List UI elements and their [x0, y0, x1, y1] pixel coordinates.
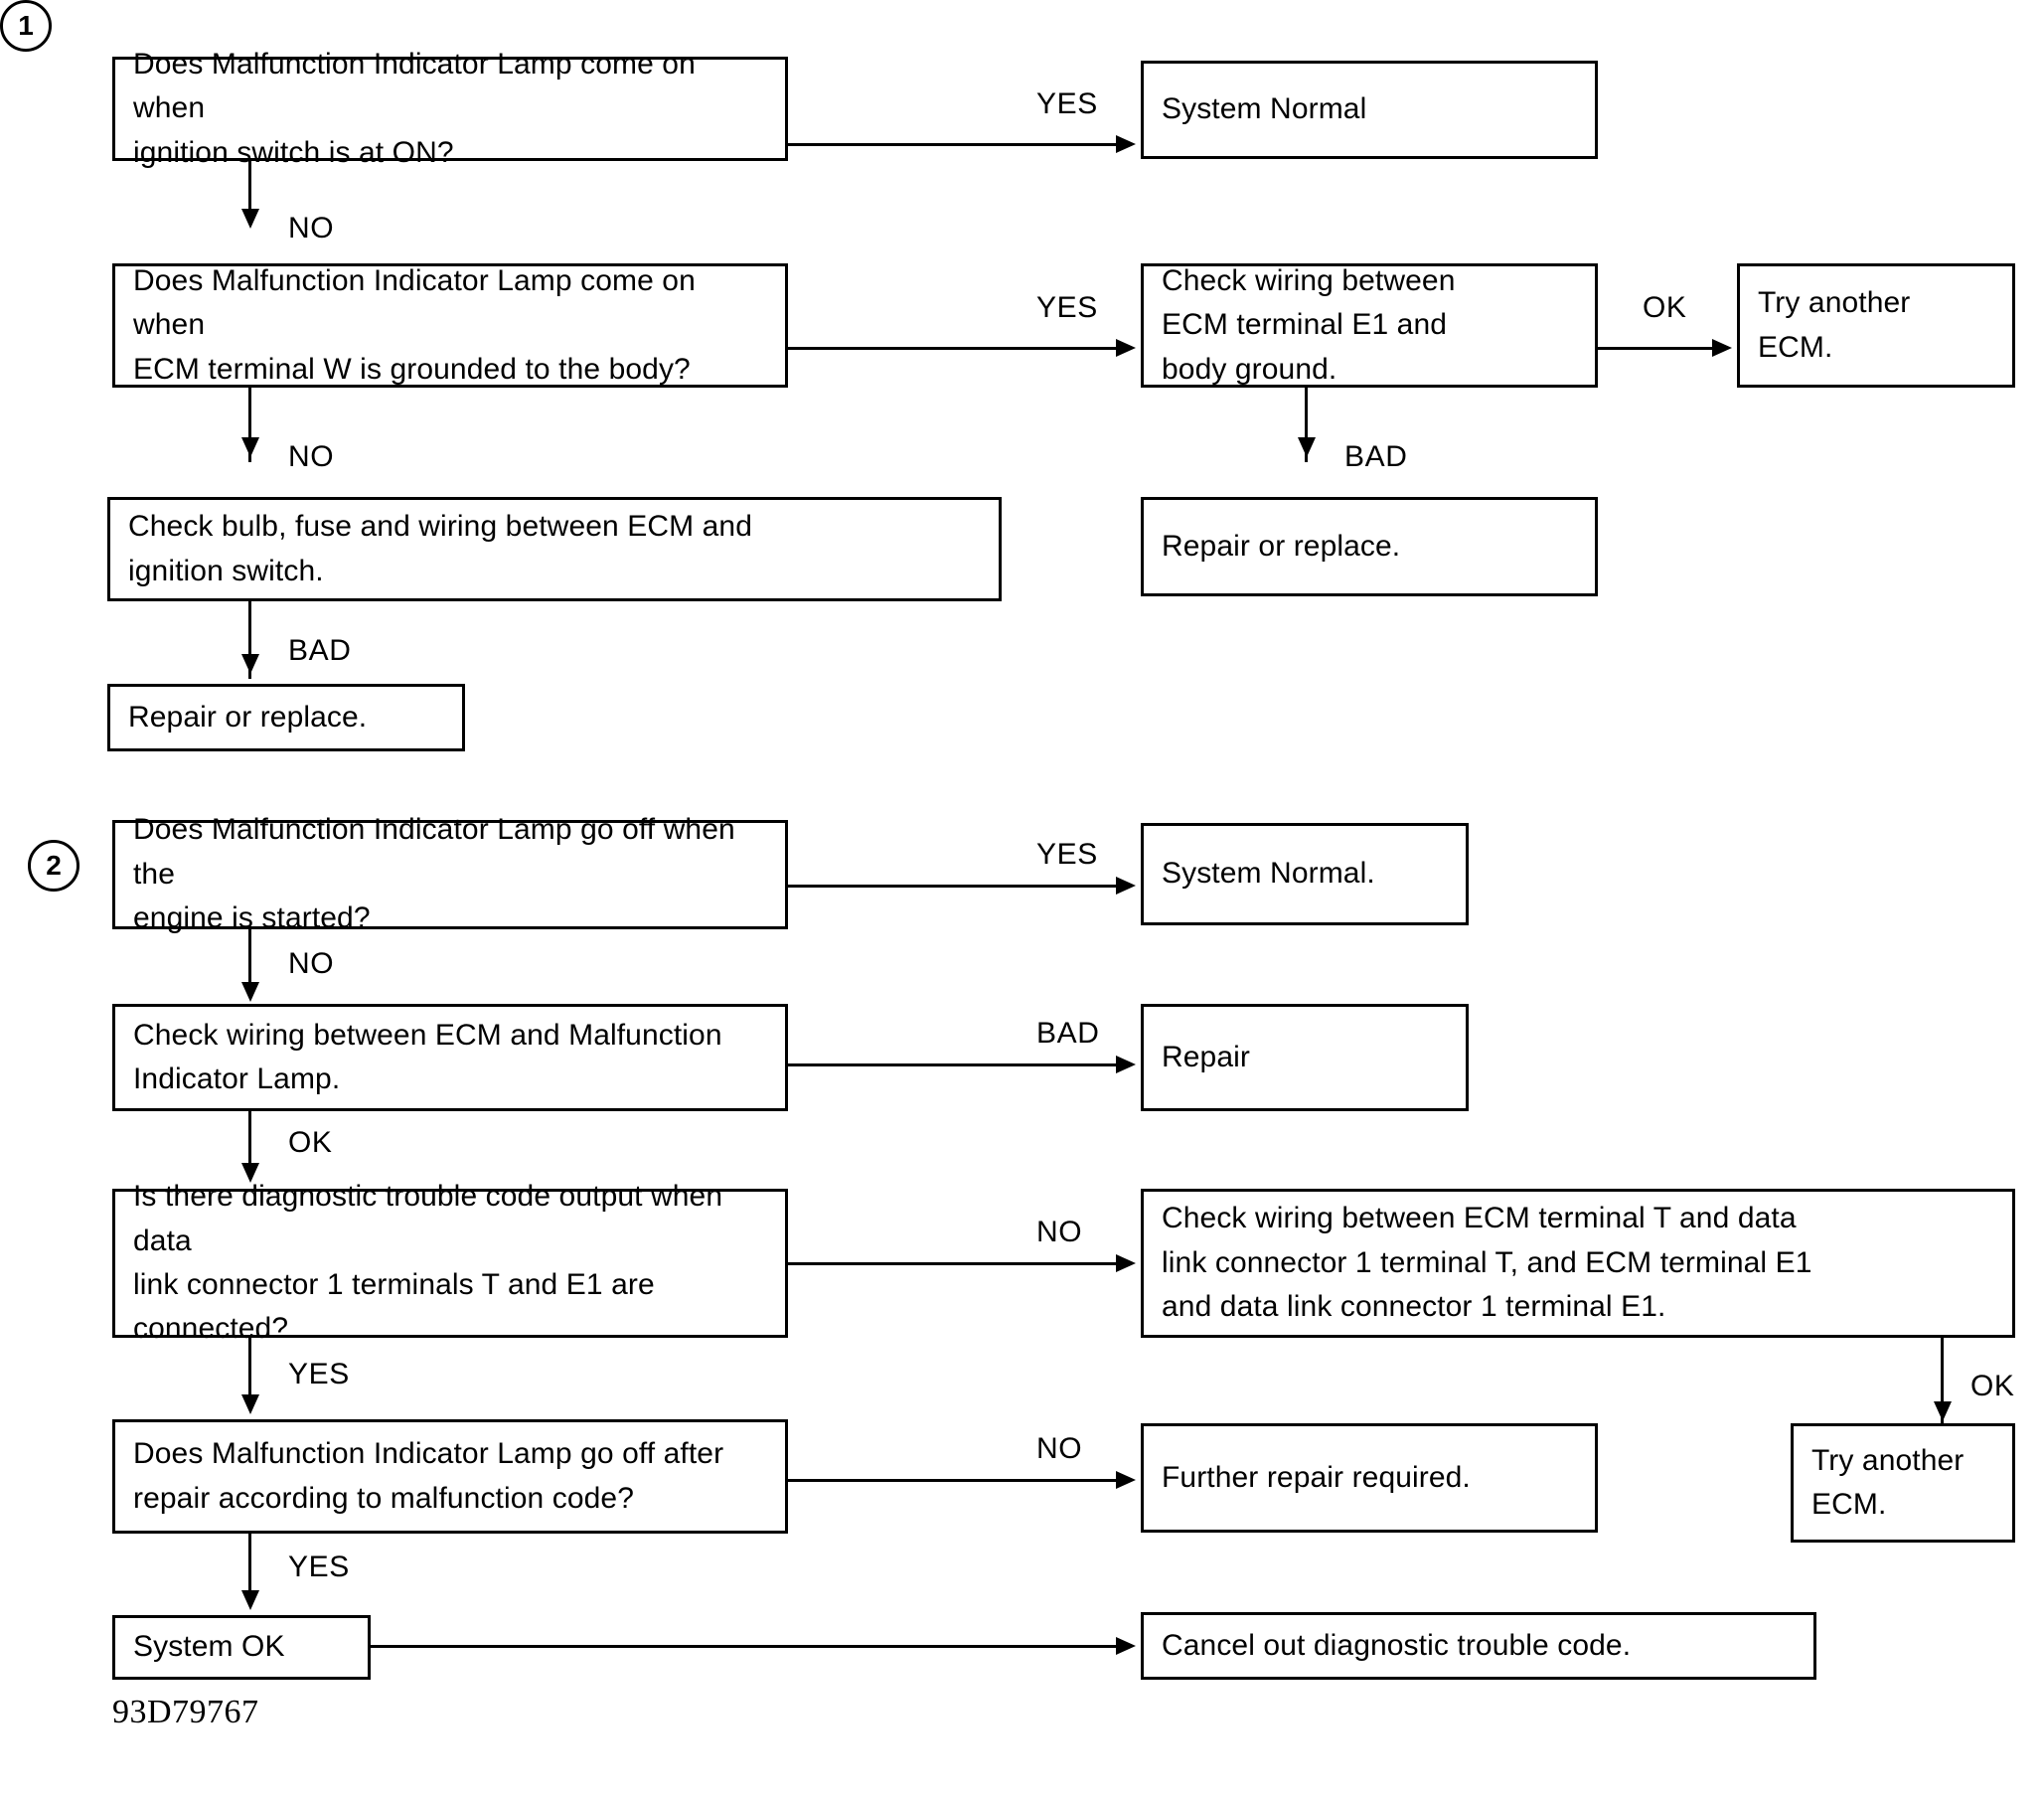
edge-s1-q2-r2-arrowhead: [1116, 339, 1136, 357]
node-s2-r1: System Normal.: [1141, 823, 1469, 925]
node-s1-r3-label: Try another ECM.: [1758, 286, 1911, 364]
edge-s2-q3-r3-arrowhead: [1116, 1254, 1136, 1272]
node-s2-q4: Does Malfunction Indicator Lamp go off a…: [112, 1419, 788, 1534]
edge-s2-r3-r4-arrowhead: [1934, 1401, 1952, 1421]
edge-s1-r2-r4: [1305, 388, 1308, 462]
figure-code: 93D79767: [112, 1694, 259, 1730]
edge-s2-q2-r2: [788, 1063, 1116, 1066]
node-s2-q2-label: Check wiring between ECM and Malfunction…: [133, 1018, 722, 1095]
node-s1-q2: Does Malfunction Indicator Lamp come on …: [112, 263, 788, 388]
node-s1-r4-label: Repair or replace.: [1162, 529, 1401, 563]
edge-s2-r3-r4: [1941, 1338, 1944, 1425]
node-s2-r5-label: Further repair required.: [1162, 1460, 1471, 1494]
edge-label-s1-yes-1: YES: [1036, 87, 1098, 120]
node-s1-q2-label: Does Malfunction Indicator Lamp come on …: [133, 263, 696, 386]
node-s2-r2: Repair: [1141, 1004, 1469, 1111]
edge-s1-q3-r5: [248, 601, 251, 679]
edge-label-s2-no-3: NO: [1036, 1432, 1083, 1465]
edge-label-s2-yes-3: YES: [288, 1551, 350, 1583]
node-s1-q1-label: Does Malfunction Indicator Lamp come on …: [133, 47, 696, 169]
edge-s2-q1-q2: [248, 929, 251, 989]
edge-label-s2-yes-2: YES: [288, 1358, 350, 1390]
edge-s2-q2-q3: [248, 1111, 251, 1173]
edge-s2-q4-r6: [248, 1534, 251, 1601]
edge-s2-r6-r7: [371, 1645, 1116, 1648]
edge-s2-q1-q2-arrowhead: [241, 982, 259, 1002]
edge-s1-r2-r3-arrowhead: [1712, 339, 1732, 357]
node-s2-r6-label: System OK: [133, 1630, 285, 1664]
edge-label-s1-bad-2: BAD: [288, 634, 352, 667]
node-s1-r2-label: Check wiring between ECM terminal E1 and…: [1162, 263, 1456, 386]
edge-s2-q4-r5-arrowhead: [1116, 1471, 1136, 1489]
edge-s1-q1-r1: [788, 143, 1116, 146]
node-s2-q1-label: Does Malfunction Indicator Lamp go off w…: [133, 813, 735, 935]
node-s2-r4: Try another ECM.: [1791, 1423, 2015, 1543]
edge-label-s2-no-1: NO: [288, 947, 335, 980]
edge-label-s1-yes-2: YES: [1036, 291, 1098, 324]
edge-label-s2-no-2: NO: [1036, 1216, 1083, 1248]
edge-s1-r2-r4-arrowhead: [1298, 437, 1316, 457]
edge-label-s2-yes-1: YES: [1036, 838, 1098, 871]
node-s2-r2-label: Repair: [1162, 1040, 1250, 1073]
node-s2-q3-label: Is there diagnostic trouble code output …: [133, 1180, 723, 1346]
node-s1-r5: Repair or replace.: [107, 684, 465, 751]
section-1-marker: 1: [0, 0, 52, 52]
edge-s2-q2-q3-arrowhead: [241, 1163, 259, 1183]
edge-s2-q1-r1: [788, 885, 1116, 888]
node-s2-r3: Check wiring between ECM terminal T and …: [1141, 1189, 2015, 1338]
node-s2-r7-label: Cancel out diagnostic trouble code.: [1162, 1628, 1632, 1662]
node-s2-q1: Does Malfunction Indicator Lamp go off w…: [112, 813, 788, 934]
edge-s2-q4-r5: [788, 1479, 1116, 1482]
node-s1-r5-label: Repair or replace.: [128, 700, 368, 734]
edge-label-s1-bad-1: BAD: [1344, 440, 1408, 473]
edge-s2-q4-r6-arrowhead: [241, 1590, 259, 1610]
node-s2-q4-label: Does Malfunction Indicator Lamp go off a…: [133, 1437, 724, 1515]
node-s2-r1-label: System Normal.: [1162, 857, 1375, 891]
edge-label-s1-no-2: NO: [288, 440, 335, 473]
edge-s1-r2-r3: [1598, 347, 1712, 350]
node-s1-q3-label: Check bulb, fuse and wiring between ECM …: [128, 510, 752, 587]
edge-s2-q1-r1-arrowhead: [1116, 877, 1136, 895]
edge-s1-q2-r2: [788, 347, 1116, 350]
node-s2-r6: System OK: [112, 1615, 371, 1680]
node-s1-r3: Try another ECM.: [1737, 263, 2015, 388]
edge-s2-q3-q4-arrowhead: [241, 1394, 259, 1414]
node-s2-r5: Further repair required.: [1141, 1423, 1598, 1533]
edge-s2-q3-q4: [248, 1338, 251, 1405]
section-2-marker: 2: [28, 840, 79, 892]
node-s1-r1: System Normal: [1141, 61, 1598, 159]
edge-s2-r6-r7-arrowhead: [1116, 1637, 1136, 1655]
edge-label-s1-no-1: NO: [288, 212, 335, 245]
node-s1-q1: Does Malfunction Indicator Lamp come on …: [112, 48, 788, 169]
node-s1-r4: Repair or replace.: [1141, 497, 1598, 596]
edge-s1-q2-q3: [248, 388, 251, 462]
edge-s1-q1-q2-arrowhead: [241, 209, 259, 229]
node-s1-r1-label: System Normal: [1162, 92, 1367, 126]
node-s2-r3-label: Check wiring between ECM terminal T and …: [1162, 1202, 1812, 1324]
node-s1-q3: Check bulb, fuse and wiring between ECM …: [107, 497, 1002, 601]
edge-s2-q3-r3: [788, 1262, 1116, 1265]
node-s2-q2: Check wiring between ECM and Malfunction…: [112, 1004, 788, 1111]
edge-s1-q3-r5-arrowhead: [241, 654, 259, 674]
node-s2-r7: Cancel out diagnostic trouble code.: [1141, 1612, 1816, 1680]
edge-label-s1-ok-1: OK: [1643, 291, 1687, 324]
edge-label-s2-ok-1: OK: [288, 1126, 333, 1159]
edge-s1-q1-r1-arrowhead: [1116, 135, 1136, 153]
node-s2-r4-label: Try another ECM.: [1811, 1443, 1965, 1521]
edge-label-s2-bad-1: BAD: [1036, 1017, 1100, 1050]
edge-s1-q2-q3-arrowhead: [241, 437, 259, 457]
edge-s2-q2-r2-arrowhead: [1116, 1056, 1136, 1073]
node-s1-r2: Check wiring between ECM terminal E1 and…: [1141, 263, 1598, 388]
edge-s1-q1-q2: [248, 161, 251, 216]
node-s2-q3: Is there diagnostic trouble code output …: [112, 1180, 788, 1345]
edge-label-s2-ok-2: OK: [1970, 1370, 2015, 1402]
